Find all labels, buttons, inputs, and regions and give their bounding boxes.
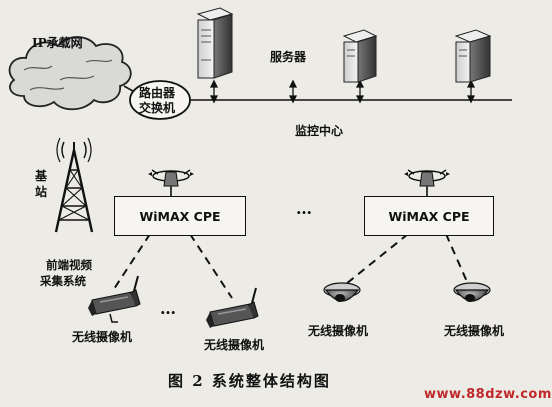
camera-icon	[88, 275, 141, 323]
server-icon	[454, 29, 492, 83]
dome-camera-icon	[453, 282, 491, 302]
camera-label-3: 无线摄像机	[308, 324, 369, 338]
server-icon	[342, 29, 378, 83]
watermark: www.88dzw.com	[424, 387, 552, 402]
ellipsis-middle: …	[296, 199, 312, 218]
diagram-canvas	[8, 7, 512, 328]
front-end-label-line1: 前端视频	[46, 258, 92, 272]
front-end-label-line2: 采集系统	[40, 274, 86, 288]
camera-label-1: 无线摄像机	[72, 330, 133, 344]
ip-network-label: IP承载网	[32, 36, 83, 50]
cpe-antenna-icon	[148, 169, 194, 196]
server-icon	[196, 7, 234, 79]
base-station-tower-icon	[54, 137, 94, 233]
cpe-label-right: WiMAX CPE	[388, 208, 470, 224]
base-station-label: 基站	[34, 169, 47, 199]
camera-icon	[206, 287, 259, 328]
wireless-links	[111, 233, 469, 299]
cloud-icon	[8, 36, 132, 111]
figure-caption: 图 2 系统整体结构图	[168, 372, 331, 390]
monitoring-center-label: 监控中心	[295, 124, 344, 138]
camera-label-4: 无线摄像机	[444, 324, 505, 338]
router-label-line1: 路由器	[139, 86, 176, 100]
ellipsis-cameras: …	[160, 299, 176, 318]
bus-arrows	[209, 79, 476, 104]
cpe-box-right: WiMAX CPE	[364, 196, 494, 236]
dome-camera-icon	[323, 282, 361, 302]
router-label-line2: 交换机	[139, 101, 176, 115]
cpe-box-left: WiMAX CPE	[114, 196, 246, 236]
servers-label: 服务器	[270, 50, 307, 64]
cpe-antenna-icon	[404, 169, 450, 196]
cpe-label-left: WiMAX CPE	[139, 208, 221, 224]
camera-label-2: 无线摄像机	[204, 338, 265, 352]
